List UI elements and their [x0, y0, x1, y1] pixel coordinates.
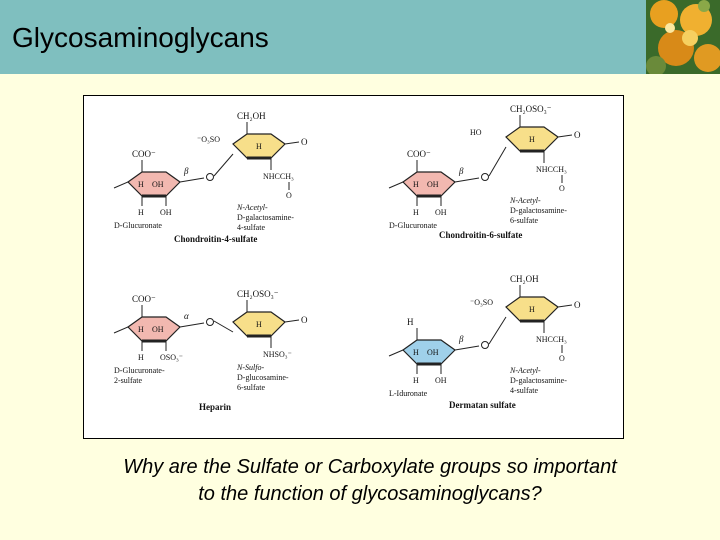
left-top-group: COO⁻: [132, 149, 156, 159]
ring-h-label: H: [413, 180, 419, 189]
ring-h-label: H: [138, 325, 144, 334]
glycosidic-bond-2: [488, 146, 507, 177]
linkage-label: β: [458, 334, 464, 344]
ring-h-label: H: [529, 135, 535, 144]
left-bottom-right-group: OH: [435, 376, 447, 385]
right-top-group: CH₂OSO₃⁻: [510, 104, 552, 114]
bridge-oxygen: [481, 341, 489, 349]
right-sugar-name-line: N-Acetyl-: [509, 196, 541, 205]
decorative-photo-icon: [646, 0, 720, 76]
right-sugar-name-line: D-galactosamine-: [510, 206, 567, 215]
glycosidic-bond-1: [454, 177, 480, 183]
carbonyl-oxygen: O: [559, 184, 565, 193]
glycosidic-bond-1: [179, 322, 205, 328]
bridge-oxygen: [481, 173, 489, 181]
ring-h-label: H: [529, 305, 535, 314]
question-line-2: to the function of glycosaminoglycans?: [198, 483, 542, 505]
amide-group: NHCCH₃: [536, 335, 567, 344]
ring-exit-oxygen: O: [301, 315, 308, 325]
ring-exit-oxygen: O: [574, 130, 581, 140]
carbonyl-oxygen: O: [286, 191, 292, 200]
reducing-end-bond: [113, 181, 129, 189]
left-top-group: H: [407, 317, 414, 327]
left-sugar-name-line: 2-sulfate: [114, 376, 142, 385]
carbonyl-oxygen: O: [559, 354, 565, 363]
right-sugar-name-line: D-glucosamine-: [237, 373, 289, 382]
right-sugar-name-line: D-galactosamine-: [510, 376, 567, 385]
ring-h-label: H: [413, 348, 419, 357]
ring-oh-label: OH: [427, 348, 439, 357]
glycosidic-bond-1: [454, 345, 480, 351]
right-sugar-name-line: 6-sulfate: [237, 383, 265, 392]
title-bar: [0, 0, 720, 74]
right-sugar-name-line: 4-sulfate: [237, 223, 265, 232]
right-sugar-name-line: 6-sulfate: [510, 216, 538, 225]
discussion-question: Why are the Sulfate or Carboxylate group…: [40, 454, 700, 508]
reducing-end-bond: [388, 181, 404, 189]
question-line-1: Why are the Sulfate or Carboxylate group…: [123, 456, 617, 478]
ring-oh-label: OH: [152, 325, 164, 334]
bridge-oxygen: [206, 318, 214, 326]
left-bottom-left-group: H: [413, 208, 419, 217]
ring-exit-oxygen: O: [574, 300, 581, 310]
right-sugar-name-line: 4-sulfate: [510, 386, 538, 395]
polymer-name: Heparin: [199, 402, 231, 412]
right-left-group: ⁻O₃SO: [470, 298, 493, 307]
left-sugar-name-line: D-Glucuronate: [389, 221, 437, 230]
right-sugar-name-line: N-Acetyl-: [236, 203, 268, 212]
left-top-group: COO⁻: [132, 294, 156, 304]
ring-h-label: H: [256, 320, 262, 329]
glycosidic-bond-3: [284, 141, 300, 145]
left-bottom-left-group: H: [138, 208, 144, 217]
left-bottom-right-group: OH: [435, 208, 447, 217]
bridge-oxygen: [206, 173, 214, 181]
left-sugar-name-line: L-Iduronate: [389, 389, 428, 398]
right-sugar-name-line: N-Acetyl-: [509, 366, 541, 375]
glycosidic-bond-3: [284, 319, 300, 323]
glycosidic-bond-3: [557, 134, 573, 138]
linkage-label: α: [184, 311, 189, 321]
panel-heparin: α O COO⁻ H OH H OSO₃⁻ CH₂OSO₃⁻ H NHSO₃⁻ D-Glucuron…: [113, 289, 308, 412]
ring-oh-label: OH: [427, 180, 439, 189]
left-bottom-left-group: H: [138, 353, 144, 362]
left-bottom-right-group: OH: [160, 208, 172, 217]
ring-h-label: H: [138, 180, 144, 189]
linkage-label: β: [183, 166, 189, 176]
amide-group: NHCCH₃: [536, 165, 567, 174]
right-left-group: HO: [470, 128, 482, 137]
left-bottom-left-group: H: [413, 376, 419, 385]
ring-oh-label: OH: [152, 180, 164, 189]
left-top-group: COO⁻: [407, 149, 431, 159]
glycosidic-bond-1: [179, 177, 205, 183]
linkage-label: β: [458, 166, 464, 176]
polymer-name: Dermatan sulfate: [449, 400, 516, 410]
right-top-group: CH₂OSO₃⁻: [237, 289, 279, 299]
reducing-end-bond: [388, 349, 404, 357]
ring-h-label: H: [256, 142, 262, 151]
reducing-end-bond: [113, 326, 129, 334]
glycosidic-bond-2: [213, 153, 234, 177]
amide-group: NHSO₃⁻: [263, 350, 292, 359]
right-sugar-name-line: N-Sulfo-: [236, 363, 264, 372]
right-top-group: CH₂OH: [237, 111, 266, 121]
polymer-name: Chondroitin-4-sulfate: [174, 234, 257, 244]
ring-exit-oxygen: O: [301, 137, 308, 147]
slide-title: Glycosaminoglycans: [12, 22, 269, 53]
glycosidic-bond-3: [557, 304, 573, 308]
right-sugar-name-line: D-galactosamine-: [237, 213, 294, 222]
corner-decorative-image: [646, 0, 720, 76]
polymer-name: Chondroitin-6-sulfate: [439, 230, 522, 240]
right-left-group: ⁻O₃SO: [197, 135, 220, 144]
left-bottom-right-group: OSO₃⁻: [160, 353, 183, 362]
glycosidic-bond-2: [213, 320, 234, 333]
left-sugar-name-line: D-Glucuronate-: [114, 366, 165, 375]
glycosidic-bond-2: [488, 316, 507, 345]
amide-group: NHCCH₃: [263, 172, 294, 181]
right-top-group: CH₂OH: [510, 274, 539, 284]
left-sugar-name-line: D-Glucuronate: [114, 221, 162, 230]
